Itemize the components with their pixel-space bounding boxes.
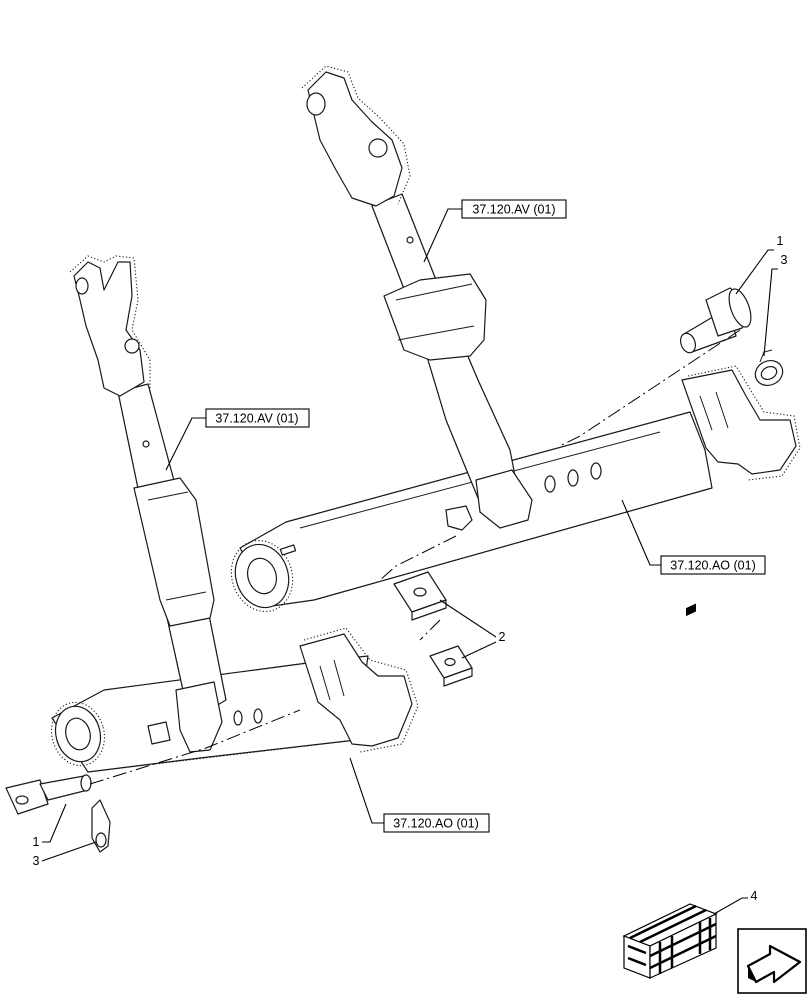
svg-text:3: 3 (33, 854, 40, 868)
clip-upper (754, 349, 784, 386)
svg-text:2: 2 (499, 630, 506, 644)
callout-spacers: 2 (439, 599, 506, 659)
ref-box-lift-rod-upper[interactable]: 37.120.AV (01) (461, 199, 567, 219)
spacer-lower (429, 645, 473, 687)
svg-text:1: 1 (777, 234, 784, 248)
spacer-upper (393, 571, 447, 621)
svg-text:37.120.AO (01): 37.120.AO (01) (393, 817, 478, 831)
svg-text:1: 1 (33, 835, 40, 849)
upper-lower-link (230, 365, 801, 613)
clip-lower (91, 799, 111, 853)
callout-clip-upper: 3 (763, 253, 788, 357)
svg-text:37.120.AV (01): 37.120.AV (01) (472, 203, 555, 217)
lower-lower-link (51, 627, 419, 773)
callout-pin-lower: 1 (33, 803, 67, 849)
pin-lower (5, 774, 92, 815)
svg-text:3: 3 (781, 253, 788, 267)
svg-text:37.120.AO (01): 37.120.AO (01) (670, 559, 755, 573)
crate-icon (622, 603, 718, 979)
next-page-arrow-icon[interactable] (737, 928, 807, 994)
callout-clip-lower: 3 (33, 841, 97, 868)
pin-upper (679, 287, 752, 354)
ref-box-lower-link-left[interactable]: 37.120.AO (01) (383, 813, 490, 833)
svg-text:37.120.AV (01): 37.120.AV (01) (215, 412, 298, 426)
callout-pin-upper: 1 (735, 234, 784, 295)
upper-lift-rod (301, 65, 533, 529)
ref-box-lift-rod-lower[interactable]: 37.120.AV (01) (205, 408, 310, 428)
ref-box-lower-link-right[interactable]: 37.120.AO (01) (660, 555, 766, 575)
svg-text:4: 4 (751, 889, 758, 903)
lower-lift-rod (69, 255, 227, 753)
callout-kit: 4 (713, 889, 758, 915)
